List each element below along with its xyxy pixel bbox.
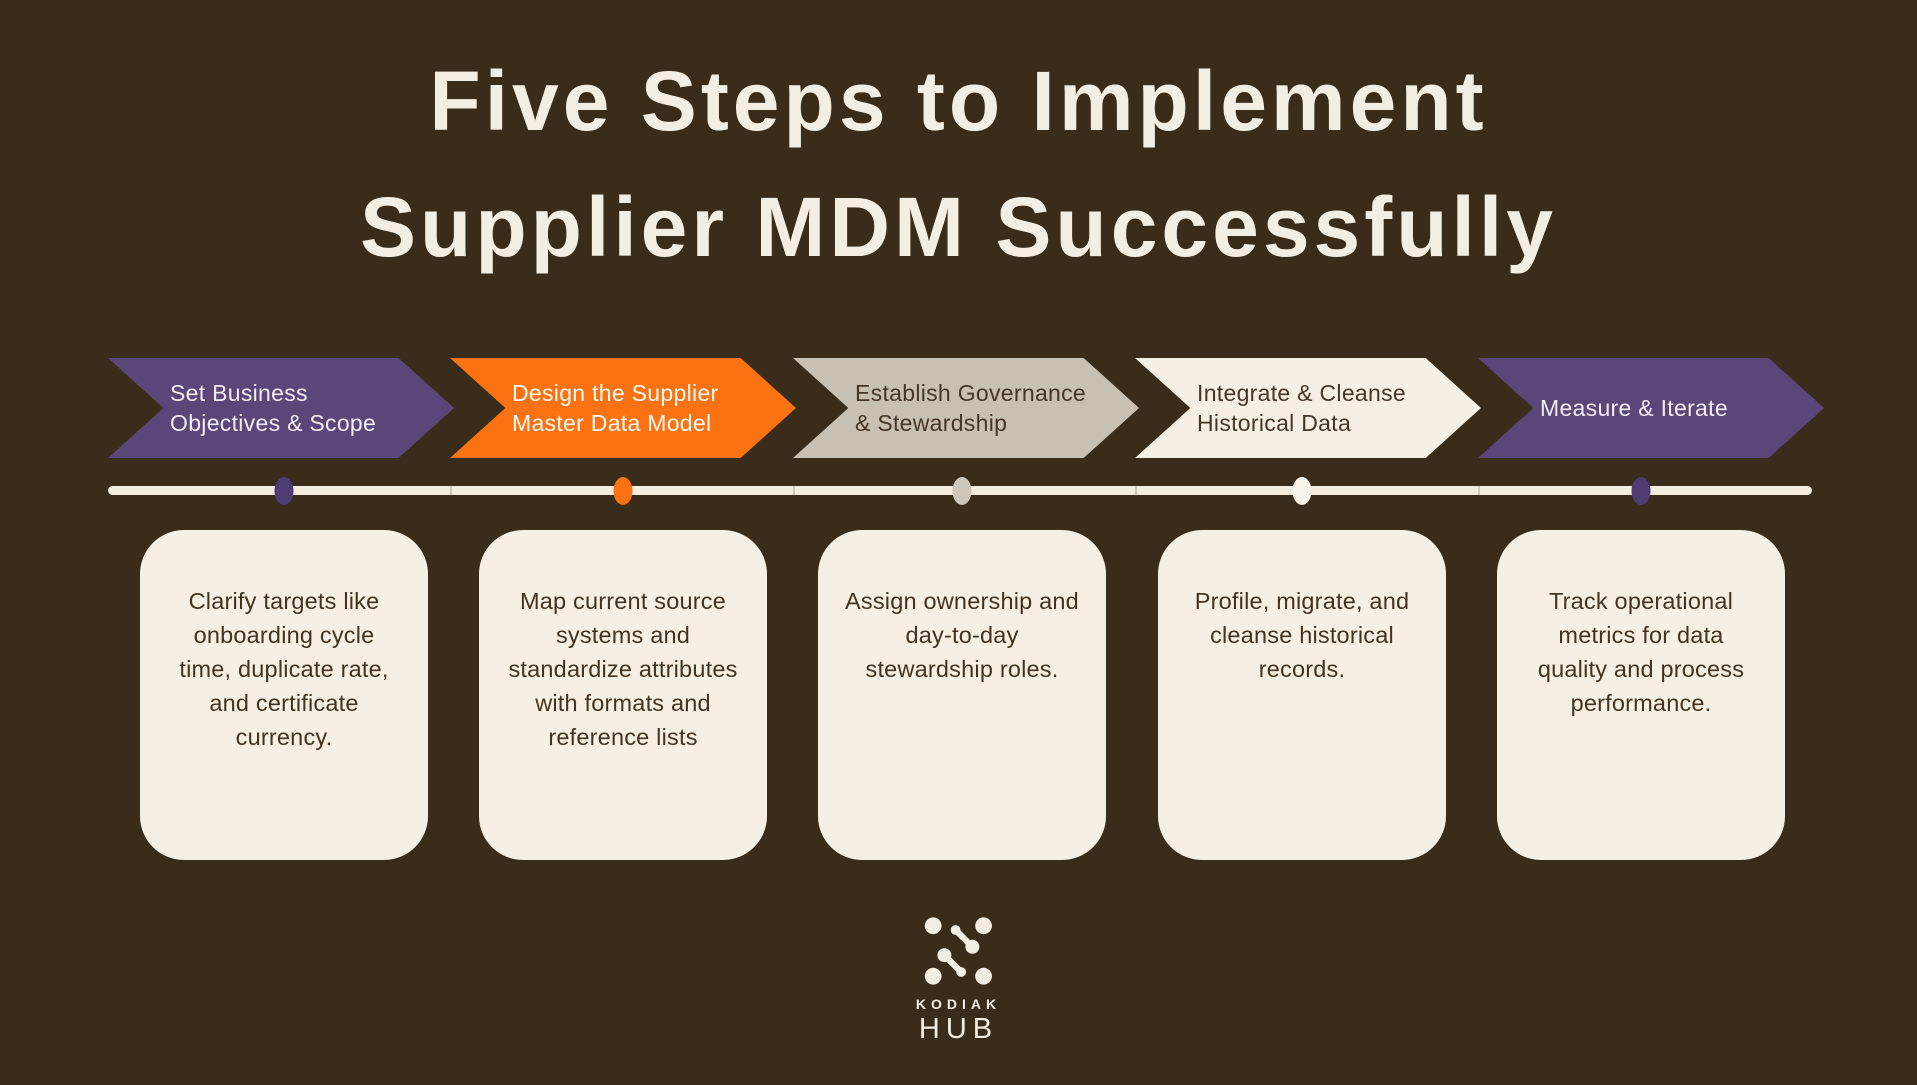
- brand-name-bottom: HUB: [918, 1013, 999, 1045]
- step-arrow-5: Measure & Iterate: [1478, 358, 1824, 458]
- kodiak-hub-logo-icon: [924, 917, 993, 985]
- step-arrow-5-label-line1: Measure & Iterate: [1540, 395, 1728, 421]
- step-arrow-1: Set Business Objectives & Scope: [108, 358, 454, 458]
- page-title-line1: Five Steps to Implement: [429, 54, 1488, 148]
- step-card-4: Profile, migrate, and cleanse historical…: [1158, 530, 1446, 860]
- step-card-1: Clarify targets like onboarding cycle ti…: [140, 530, 428, 860]
- page-title: Five Steps to Implement Supplier MDM Suc…: [0, 38, 1917, 290]
- step-card-5: Track operational metrics for data quali…: [1497, 530, 1785, 860]
- step-arrow-3: Establish Governance & Stewardship: [793, 358, 1139, 458]
- brand-logo: KODIAK HUB: [916, 916, 1001, 1046]
- step-card-3-text: Assign ownership and day-to-day stewards…: [845, 588, 1079, 682]
- step-card-2-text: Map current source systems and standardi…: [508, 588, 738, 750]
- page-title-line2: Supplier MDM Successfully: [360, 180, 1557, 274]
- timeline-dot-2: [613, 477, 633, 505]
- timeline-seam: [793, 485, 795, 496]
- timeline-dot-4: [1292, 477, 1312, 505]
- step-arrow-2-label-line2: Master Data Model: [512, 410, 712, 436]
- timeline-dot-5: [1631, 477, 1651, 505]
- step-arrow-2: Design the Supplier Master Data Model: [450, 358, 796, 458]
- timeline-seam: [1478, 485, 1480, 496]
- step-card-2: Map current source systems and standardi…: [479, 530, 767, 860]
- brand-name-top: KODIAK: [915, 996, 1002, 1012]
- step-arrow-3-label-line2: & Stewardship: [855, 410, 1008, 436]
- step-arrow-1-label-line1: Set Business: [170, 380, 308, 406]
- step-card-4-text: Profile, migrate, and cleanse historical…: [1194, 588, 1410, 682]
- step-card-5-text: Track operational metrics for data quali…: [1537, 588, 1745, 716]
- step-arrow-2-label-line1: Design the Supplier: [512, 380, 719, 406]
- timeline-seam: [1135, 485, 1137, 496]
- timeline-dot-1: [274, 477, 294, 505]
- timeline-seam: [450, 485, 452, 496]
- timeline-dot-3: [952, 477, 972, 505]
- step-arrow-4-label-line2: Historical Data: [1197, 410, 1352, 436]
- step-arrow-4-label-line1: Integrate & Cleanse: [1197, 380, 1406, 406]
- step-arrow-1-label-line2: Objectives & Scope: [170, 410, 377, 436]
- step-card-3: Assign ownership and day-to-day stewards…: [818, 530, 1106, 860]
- step-arrow-3-label-line1: Establish Governance: [855, 380, 1087, 406]
- step-card-1-text: Clarify targets like onboarding cycle ti…: [179, 588, 389, 750]
- step-arrow-4: Integrate & Cleanse Historical Data: [1135, 358, 1481, 458]
